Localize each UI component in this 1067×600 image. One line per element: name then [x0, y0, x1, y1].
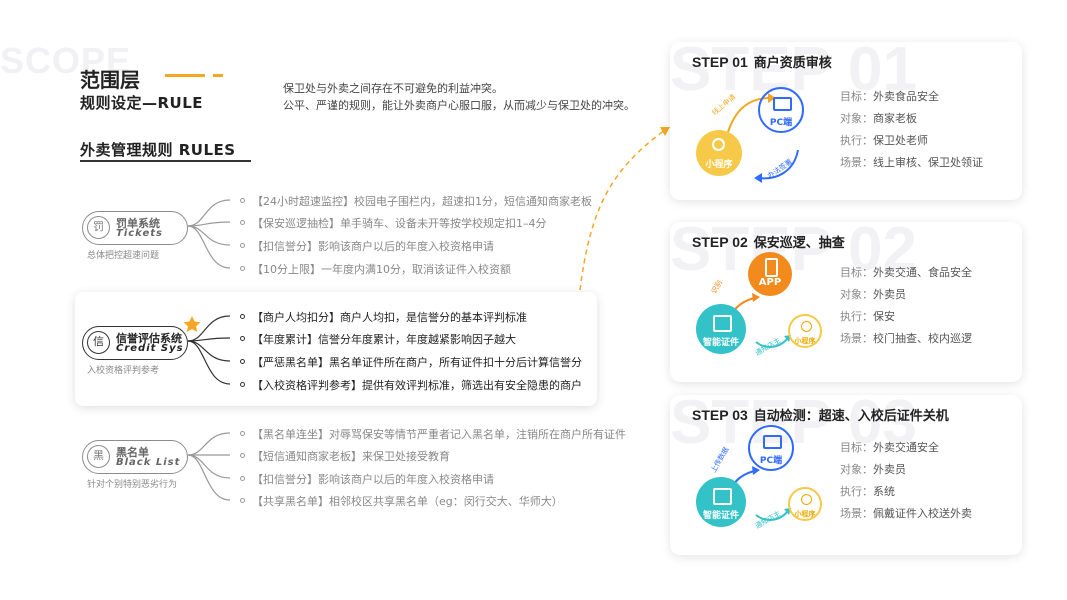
- miniprogram-icon: [712, 138, 725, 151]
- phone-icon: [765, 258, 778, 277]
- smart-badge-label: 智能证件: [702, 338, 739, 348]
- smart-badge-label-2: 智能证件: [702, 511, 739, 521]
- intro-line-1: 保卫处与外卖之间存在不可避免的利益冲突。: [283, 82, 503, 95]
- step-03-heading: STEP 03 自动检测：超速、入校后证件关机: [692, 405, 949, 424]
- step-02-info-3: 执行：保安: [840, 310, 895, 323]
- rule-dot: [240, 336, 245, 341]
- rule-dot: [240, 431, 245, 436]
- tickets-rule-4: 【10分上限】一年度内满10分，取消该证件入校资额: [252, 263, 511, 276]
- credit-caption: 入校资格评判参考: [87, 366, 160, 376]
- tickets-rule-1: 【24小时超速监控】校园电子围栏内，超速扣1分，短信通知商家老板: [252, 195, 592, 208]
- rule-dot: [240, 476, 245, 481]
- tickets-rule-2: 【保安巡逻抽检】单手骑车、设备未开等按学校规定扣1–4分: [252, 217, 547, 230]
- blacklist-icon: 黑: [87, 445, 110, 468]
- blacklist-title-en: Black List: [116, 457, 181, 468]
- rule-dot: [240, 382, 245, 387]
- pc-node: PC端: [758, 87, 804, 133]
- step-03-label: STEP 03: [692, 407, 748, 423]
- step-01-info-4: 场景：线上审核、保卫处领证: [840, 156, 983, 169]
- step-01-info-1: 目标：外卖食品安全: [840, 90, 939, 103]
- step-03-title: 自动检测：超速、入校后证件关机: [753, 409, 949, 424]
- app-node: APP: [748, 252, 792, 296]
- rule-dot: [240, 266, 245, 271]
- step-02-label: STEP 02: [692, 234, 748, 250]
- title-accent-dash-end: [213, 74, 223, 77]
- tickets-node: 罚 罚单系统 Tickets: [82, 211, 188, 245]
- pc-label-2: PC端: [759, 456, 783, 466]
- step-02-info-1: 目标：外卖交通、食品安全: [840, 266, 972, 279]
- miniprogram-label-3: 小程序: [794, 510, 816, 518]
- step-02-info-2: 对象：外卖员: [840, 288, 906, 301]
- credit-rule-2: 【年度累计】信誉分年度累计，年度越紧影响因子越大: [252, 333, 516, 346]
- scope-watermark: SCOPE: [0, 40, 132, 81]
- monitor-icon-2: [763, 435, 782, 449]
- rule-dot: [240, 453, 245, 458]
- step-01-title: 商户资质审核: [753, 56, 832, 71]
- credit-title-zh: 信誉评估系统: [116, 332, 182, 345]
- blacklist-rule-3: 【扣信誉分】影响该商户以后的年度入校资格申请: [252, 473, 494, 486]
- app-label: APP: [758, 277, 782, 288]
- tickets-title-zh: 罚单系统: [116, 217, 160, 230]
- rule-dot: [240, 498, 245, 503]
- blacklist-rule-4: 【共享黑名单】相邻校区共享黑名单（eg：闵行交大、华师大）: [252, 495, 563, 508]
- tickets-rule-3: 【扣信誉分】影响该商户以后的年度入校资格申请: [252, 240, 494, 253]
- rule-dot: [240, 314, 245, 319]
- blacklist-title-zh: 黑名单: [116, 446, 149, 459]
- blacklist-rule-1: 【黑名单连坐】对辱骂保安等情节严重者记入黑名单，注销所在商户所有证件: [252, 428, 626, 441]
- rules-section-underline: [80, 160, 251, 162]
- credit-rule-4: 【入校资格评判参考】提供有效评判标准，筛选出有安全隐患的商户: [252, 379, 582, 392]
- credit-rule-3: 【严惩黑名单】黑名单证件所在商户，所有证件扣十分后计算信誉分: [252, 356, 582, 369]
- id-card-icon: [713, 315, 732, 332]
- miniprogram-icon-2: [801, 321, 812, 332]
- blacklist-caption: 针对个别特别恶劣行为: [87, 480, 178, 490]
- rules-section-title: 外卖管理规则 RULES: [80, 141, 236, 159]
- rule-dot: [240, 198, 245, 203]
- credit-icon: 信: [87, 331, 110, 354]
- step-03-info-3: 执行：系统: [840, 485, 895, 498]
- credit-rule-1: 【商户人均扣分】商户人均扣，是信誉分的基本评判标准: [252, 311, 527, 324]
- step-03-info-1: 目标：外卖交通安全: [840, 441, 939, 454]
- tickets-title-en: Tickets: [116, 228, 163, 239]
- miniprogram-node-3: 小程序: [788, 487, 822, 521]
- miniprogram-label-2: 小程序: [794, 337, 816, 345]
- step-01-heading: STEP 01 商户资质审核: [692, 52, 832, 71]
- step-01-label: STEP 01: [692, 54, 748, 70]
- miniprogram-node-2: 小程序: [788, 314, 822, 348]
- id-card-icon-2: [713, 488, 732, 505]
- step-02-watermark: STEP 02: [670, 222, 918, 284]
- blacklist-node: 黑 黑名单 Black List: [82, 440, 188, 474]
- pc-label: PC端: [769, 118, 793, 128]
- smart-badge-node: 智能证件: [696, 304, 746, 354]
- step-02-heading: STEP 02 保安巡逻、抽查: [692, 232, 845, 251]
- rule-dot: [240, 243, 245, 248]
- tickets-caption: 总体把控超速问题: [87, 251, 160, 261]
- step-03-info-2: 对象：外卖员: [840, 463, 906, 476]
- blacklist-rule-2: 【短信通知商家老板】来保卫处接受教育: [252, 450, 450, 463]
- step-01-info-3: 执行：保卫处老师: [840, 134, 928, 147]
- rule-dot: [240, 359, 245, 364]
- page-subtitle: 规则设定—RULE: [80, 94, 204, 112]
- step-01-info-2: 对象：商家老板: [840, 112, 917, 125]
- miniprogram-label: 小程序: [705, 160, 733, 170]
- ticket-icon: 罚: [87, 216, 110, 239]
- title-accent-dash: [165, 74, 205, 77]
- miniprogram-node: 小程序: [696, 130, 742, 176]
- rule-dot: [240, 220, 245, 225]
- smart-badge-node-2: 智能证件: [696, 477, 746, 527]
- monitor-icon: [773, 97, 792, 111]
- credit-title-en: Credit Sys: [116, 343, 184, 354]
- step-02-title: 保安巡逻、抽查: [753, 236, 845, 251]
- page-title: 范围层: [80, 68, 140, 92]
- step-02-info-4: 场景：校门抽查、校内巡逻: [840, 332, 972, 345]
- credit-system-node: 信 信誉评估系统 Credit Sys: [82, 326, 188, 360]
- intro-line-2: 公平、严谨的规则，能让外卖商户心服口服，从而减少与保卫处的冲突。: [283, 99, 635, 112]
- step-03-info-4: 场景：佩戴证件入校送外卖: [840, 507, 972, 520]
- miniprogram-icon-3: [801, 494, 812, 505]
- pc-node-2: PC端: [748, 425, 794, 471]
